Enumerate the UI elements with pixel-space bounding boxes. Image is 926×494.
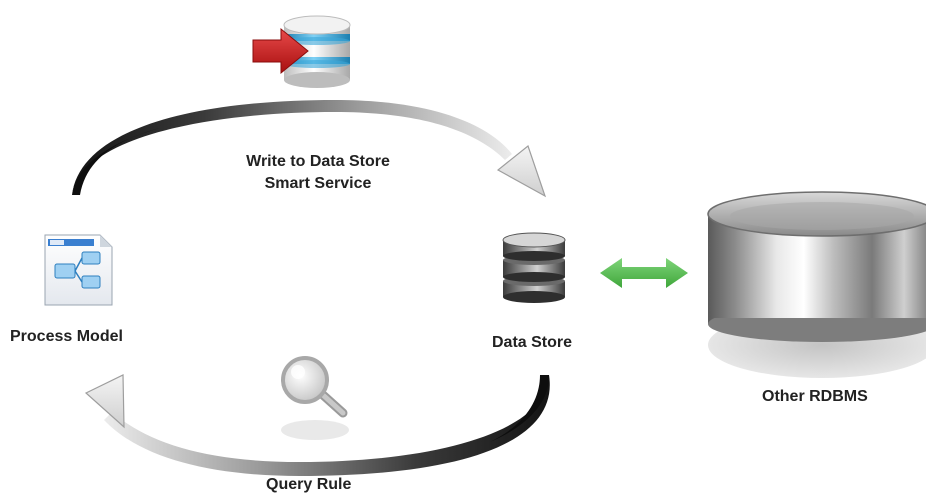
write-edge-label-line1: Write to Data Store <box>246 153 390 170</box>
other-rdbms-label: Other RDBMS <box>762 388 868 405</box>
database-stack-icon <box>502 232 566 303</box>
query-flow-arrow <box>84 374 550 476</box>
process-model-document-icon <box>44 234 113 306</box>
write-edge-label-line2: Smart Service <box>264 175 372 192</box>
rdbms-cylinder-icon <box>707 191 926 378</box>
write-flow-arrow <box>72 100 547 198</box>
process-model-label: Process Model <box>10 328 123 345</box>
data-store-label: Data Store <box>492 334 573 351</box>
database-write-arrow-icon <box>252 15 351 88</box>
write-edge-label: Write to Data Store Smart Service <box>218 151 418 195</box>
magnifier-icon <box>281 356 349 440</box>
query-edge-label: Query Rule <box>266 476 352 493</box>
double-arrow-icon <box>600 258 688 288</box>
